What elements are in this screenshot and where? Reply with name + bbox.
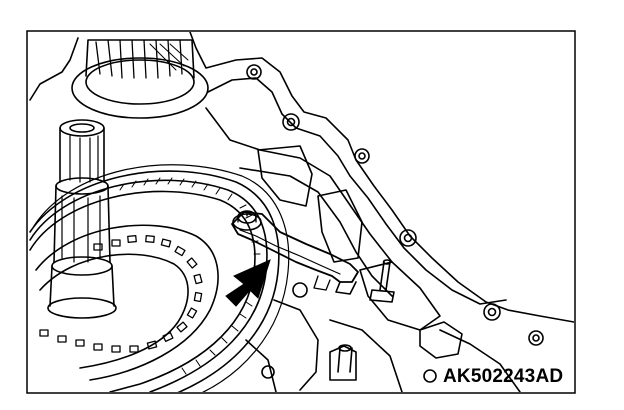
- bolt-hole: [423, 369, 437, 383]
- parking-lever-plate: [231, 211, 359, 283]
- bolt-hole: [487, 307, 497, 317]
- shaft-lower-splines: [61, 195, 101, 263]
- case-inner-contour: [207, 77, 507, 305]
- bolt-hole: [250, 68, 258, 76]
- bolt-hole: [532, 334, 540, 342]
- indicator-arrow: [225, 259, 271, 307]
- shaft-splines: [69, 135, 99, 183]
- case-post: [337, 347, 353, 373]
- case-rib-lower: [239, 167, 393, 297]
- case-web: [439, 329, 521, 392]
- detent-rod: [379, 261, 391, 291]
- upper-gear-shading: [149, 43, 189, 71]
- bolt-hole: [483, 303, 501, 321]
- shaft-base-ring: [47, 297, 117, 319]
- clutch-drum-outer: [29, 190, 256, 392]
- bolt-hole: [403, 233, 413, 243]
- bolt-hole: [528, 330, 544, 346]
- case-pocket: [317, 189, 363, 263]
- upper-gear-flange-inner: [85, 59, 195, 105]
- detent-rod-base: [369, 289, 395, 303]
- case-outline: [29, 32, 574, 323]
- case-rib-upper: [205, 107, 393, 263]
- shaft-end-bore: [69, 123, 95, 133]
- bolt-hole: [286, 117, 296, 127]
- parking-lever-plate-edge: [239, 229, 341, 275]
- bolt-hole: [399, 229, 417, 247]
- parking-lever-tab-slot: [313, 275, 331, 291]
- upper-gear-body: [85, 39, 195, 79]
- bolt-hole: [282, 113, 300, 131]
- retaining-bolt-hex: [237, 210, 257, 223]
- upper-gear-teeth: [95, 39, 183, 79]
- bolt-hole: [358, 152, 366, 160]
- shaft-body: [59, 127, 105, 183]
- bolt-hole: [354, 148, 370, 164]
- case-mount: [419, 321, 463, 359]
- shaft-end-face: [59, 119, 105, 137]
- bolt-hole: [246, 64, 262, 80]
- case-web: [329, 319, 403, 392]
- parking-lever-tab: [335, 281, 357, 295]
- clutch-drum-ring4: [33, 164, 290, 392]
- clutch-drum-ring2: [29, 179, 268, 392]
- clutch-drum-ring3: [29, 170, 280, 392]
- upper-gear-flange: [71, 57, 209, 119]
- case-web: [245, 339, 277, 392]
- bolt-hole: [261, 365, 275, 379]
- case-post-top: [338, 344, 352, 352]
- figure-frame: [26, 30, 576, 394]
- figure-part-id: AK502243AD: [443, 366, 564, 387]
- case-web: [273, 299, 319, 391]
- shaft-base: [49, 265, 115, 307]
- clutch-hub-outer: [35, 224, 219, 381]
- bolt-hole: [292, 282, 308, 298]
- case-boss: [329, 345, 357, 381]
- case-pocket: [257, 145, 313, 207]
- detent-rod-tip: [382, 259, 392, 265]
- shaft-collar: [55, 177, 109, 195]
- hub-slots: [39, 235, 203, 353]
